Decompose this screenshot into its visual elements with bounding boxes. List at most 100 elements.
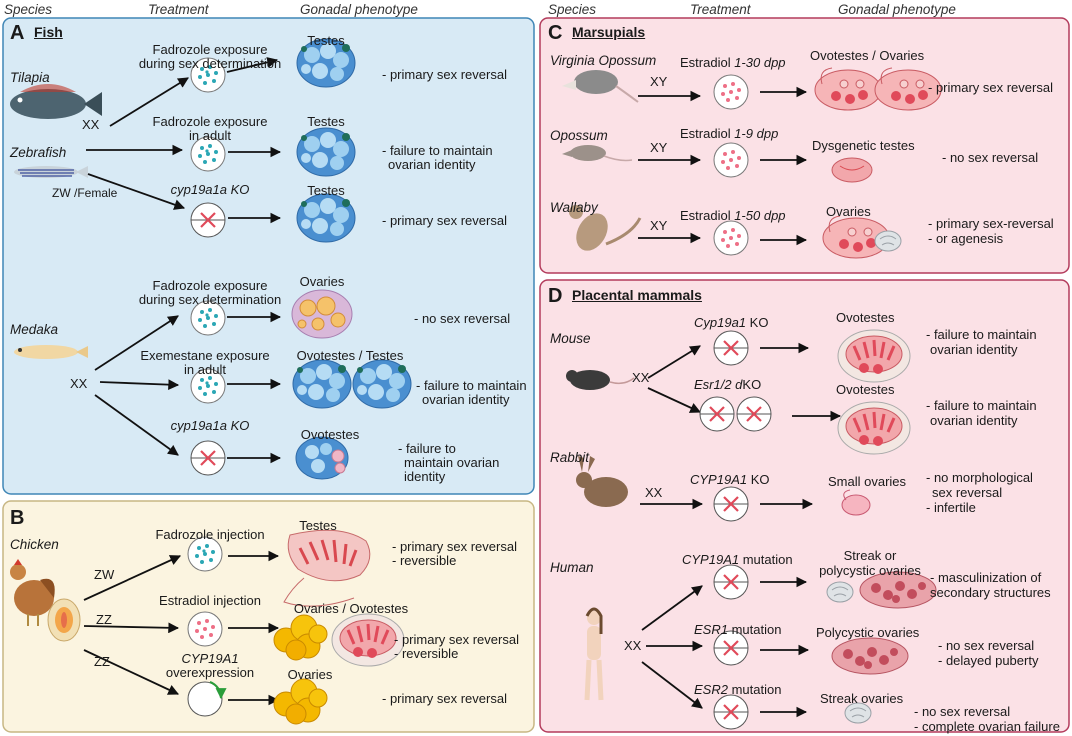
treatment-d6-gene: ESR2 xyxy=(694,682,728,697)
treatment-c2: Estradiol 1-9 dpp xyxy=(680,126,778,141)
treatment-c3-window: 1-50 dpp xyxy=(734,208,786,223)
gonad-label-b3: Ovaries xyxy=(287,667,333,682)
outcome-a6-line3: identity xyxy=(404,469,446,484)
wallaby-image xyxy=(569,205,642,251)
medaka-image xyxy=(14,345,88,359)
treatment-d3: CYP19A1 KO xyxy=(690,472,770,487)
species-rabbit: Rabbit xyxy=(550,450,590,465)
treatment-b2: Estradiol injection xyxy=(159,593,261,608)
estradiol-injection-dots xyxy=(187,611,223,647)
arrow-b-3 xyxy=(83,649,179,695)
treatment-c3: Estradiol 1-50 dpp xyxy=(680,208,786,223)
gonad-label-c3: Ovaries xyxy=(826,204,871,219)
treatment-c2-window: 1-9 dpp xyxy=(734,126,779,141)
arrow-d-human-3 xyxy=(641,661,703,709)
arrow-a-medaka-3 xyxy=(94,394,179,456)
arrow-a-1-gonad xyxy=(226,57,279,73)
gonad-label-c2: Dysgenetic testes xyxy=(812,138,915,153)
knockout-icon-d1 xyxy=(712,329,750,367)
arrow-b-2 xyxy=(83,622,180,634)
outcome-c3-line2: - or agenesis xyxy=(928,231,1004,246)
panel-c-title: Marsupials xyxy=(572,24,646,40)
treatment-a1-line1: Fadrozole exposure xyxy=(152,42,268,57)
panel-d-letter: D xyxy=(548,285,563,307)
outcome-a1: - primary sex reversal xyxy=(382,67,507,82)
treatment-a4-line2: during sex determination xyxy=(138,292,282,307)
testis-image-2 xyxy=(296,127,356,177)
knockout-icon-a1 xyxy=(189,201,227,239)
treatment-b1: Fadrozole injection xyxy=(155,527,265,542)
treatment-d2-gene: Esr1/2 d xyxy=(694,377,743,392)
arrow-d-mouse-2 xyxy=(647,387,701,413)
species-medaka: Medaka xyxy=(10,322,59,337)
human-streak-ovary-image-1 xyxy=(826,581,854,603)
estradiol-dots-c2 xyxy=(713,142,749,178)
karyotype-zebrafish: ZW /Female xyxy=(52,186,118,200)
outcome-d3-line2: sex reversal xyxy=(932,485,1003,500)
panel-b-letter: B xyxy=(10,507,25,529)
testis-image-3 xyxy=(296,193,356,243)
outcome-d5-line2: - delayed puberty xyxy=(938,653,1039,668)
treatment-d6: ESR2 mutation xyxy=(694,682,781,697)
treatment-d5-gene: ESR1 xyxy=(694,622,728,637)
gonad-label-b2: Ovaries / Ovotestes xyxy=(293,601,409,616)
header-phenotype-left: Gonadal phenotype xyxy=(300,2,418,17)
estradiol-dots-c1 xyxy=(713,74,749,110)
outcome-d6-line1: - no sex reversal xyxy=(914,704,1011,719)
outcome-d4-line2: secondary structures xyxy=(930,585,1051,600)
arrow-a-medaka-1 xyxy=(94,315,179,371)
outcome-a5-line1: - failure to maintain xyxy=(416,378,527,393)
treatment-d1-suffix: KO xyxy=(746,315,769,330)
karyotype-c2: XY xyxy=(650,140,668,155)
outcome-c2: - no sex reversal xyxy=(942,150,1039,165)
gonad-label-a4: Ovaries xyxy=(299,274,345,289)
panel-a-letter: A xyxy=(10,22,25,44)
chicken-image xyxy=(10,559,55,626)
karyotype-tilapia: XX xyxy=(82,117,100,132)
arrow-b-1 xyxy=(83,555,181,601)
header-phenotype-right: Gonadal phenotype xyxy=(838,2,956,17)
arrow-d-mouse-1 xyxy=(647,345,701,379)
fish-ovary-image xyxy=(291,289,353,339)
outcome-b1-line1: - primary sex reversal xyxy=(392,539,517,554)
header-treatment-right: Treatment xyxy=(690,2,751,17)
karyotype-b1: ZW xyxy=(94,567,115,582)
knockout-icon-d2a xyxy=(698,395,736,433)
outcome-a3: - primary sex reversal xyxy=(382,213,507,228)
panel-d-title: Placental mammals xyxy=(572,287,702,303)
species-wallaby: Wallaby xyxy=(550,200,598,215)
opossum-image xyxy=(562,145,633,162)
outcome-a2-line1: - failure to maintain xyxy=(382,143,493,158)
species-tilapia: Tilapia xyxy=(10,70,50,85)
treatment-a6: cyp19a1a KO xyxy=(170,418,250,433)
outcome-d2-line1: - failure to maintain xyxy=(926,398,1037,413)
treatment-c1-window: 1-30 dpp xyxy=(734,55,786,70)
mutation-icon-d6 xyxy=(712,693,750,731)
treatment-b3-line2: overexpression xyxy=(165,665,255,680)
species-mouse: Mouse xyxy=(550,331,591,346)
dysgenetic-testis-image xyxy=(831,157,873,183)
rabbit-image xyxy=(576,456,628,507)
treatment-a5-line1: Exemestane exposure xyxy=(140,348,270,363)
mouse-ovotestis-image-1 xyxy=(836,328,912,384)
zebrafish-image xyxy=(14,166,88,178)
treatment-c1: Estradiol 1-30 dpp xyxy=(680,55,786,70)
gonad-label-d5: Polycystic ovaries xyxy=(816,625,920,640)
outcome-a5-line2: ovarian identity xyxy=(422,392,510,407)
gonad-label-a2: Testes xyxy=(307,114,345,129)
arrow-d-human-1 xyxy=(641,585,703,631)
header-treatment-left: Treatment xyxy=(148,2,209,17)
treatment-d4: CYP19A1 mutation xyxy=(682,552,793,567)
outcome-a6-line2: maintain ovarian xyxy=(404,455,500,470)
human-polycystic-ovary-image-2 xyxy=(831,637,909,675)
arrow-a-medaka-2 xyxy=(99,379,180,391)
treatment-d2-suffix: KO xyxy=(742,377,762,392)
species-human: Human xyxy=(550,560,594,575)
outcome-c3-line1: - primary sex-reversal xyxy=(928,216,1054,231)
outcome-d2-line2: ovarian identity xyxy=(930,413,1018,428)
fadrozole-injection-dots xyxy=(187,536,223,572)
karyotype-b2: ZZ xyxy=(96,612,112,627)
wallaby-agenesis-image xyxy=(874,230,902,252)
species-zebrafish: Zebrafish xyxy=(10,145,67,160)
gonad-label-a6: Ovotestes xyxy=(300,427,360,442)
